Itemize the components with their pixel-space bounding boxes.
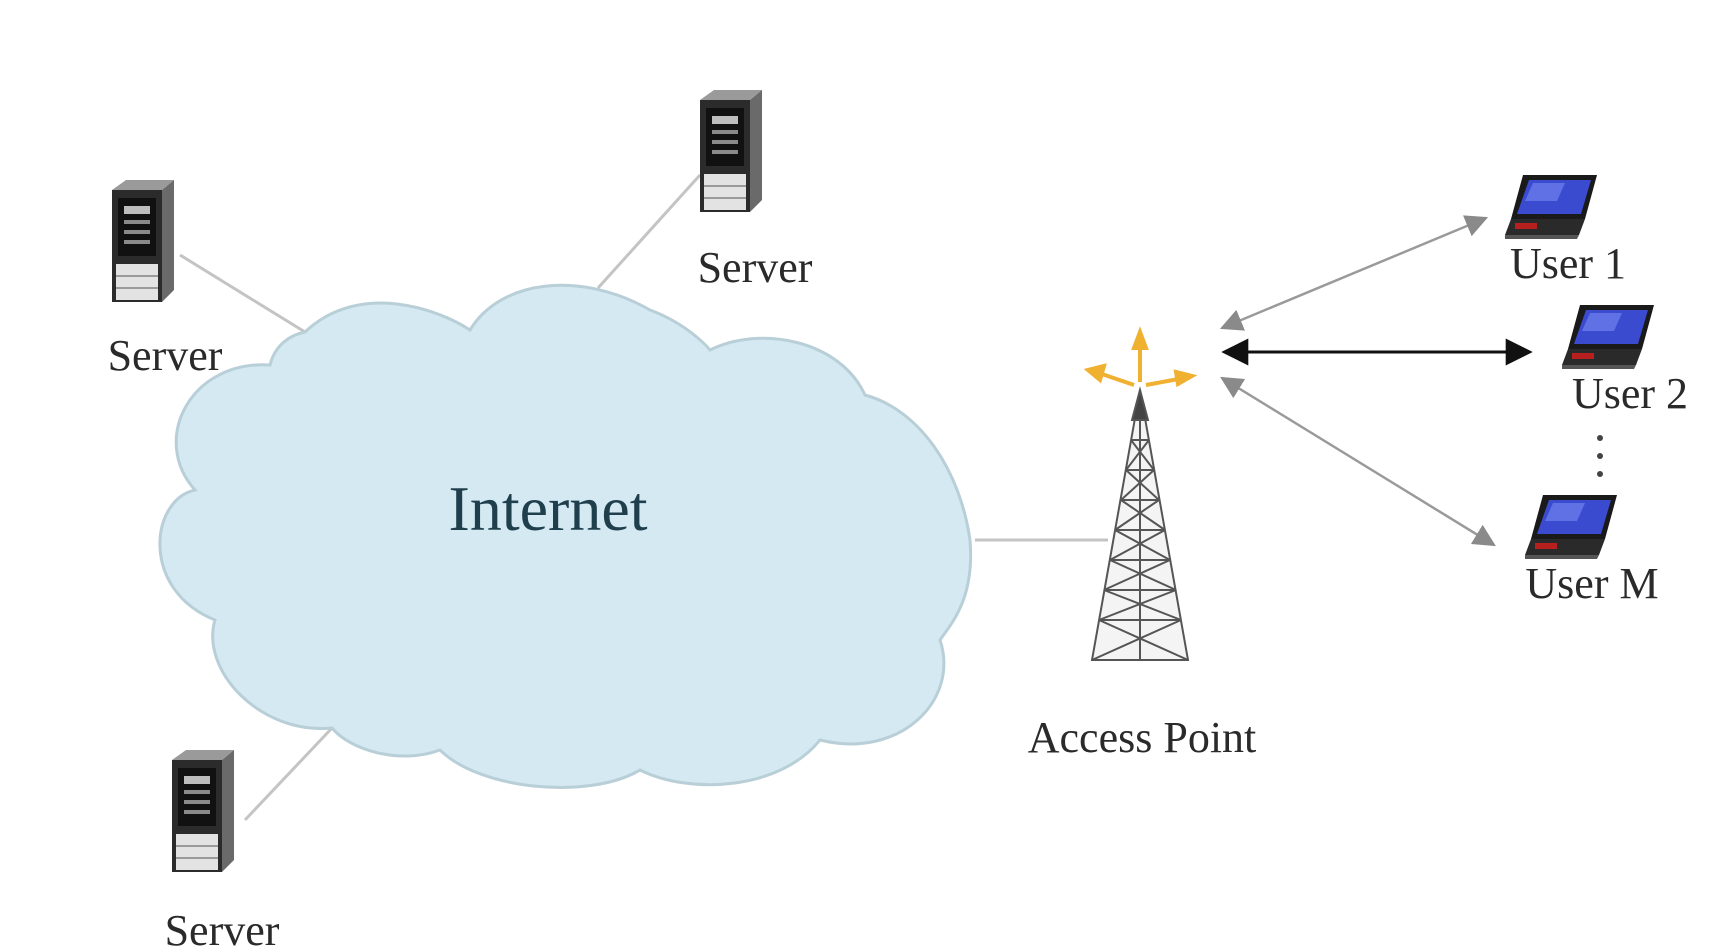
user-1: User 1 (1505, 175, 1626, 288)
arrow-user-1 (1219, 215, 1489, 331)
ellipsis-dot (1597, 435, 1603, 441)
laptop-icon (1525, 495, 1617, 559)
server-left-label: Server (108, 331, 223, 380)
user-m: User M (1525, 495, 1659, 608)
ellipsis (1597, 435, 1603, 477)
server-top: Server (698, 89, 813, 292)
link-server-bottom (243, 726, 334, 822)
server-tower-icon (171, 749, 235, 873)
radio-tower-icon (1090, 386, 1190, 661)
signal-icon (1083, 326, 1198, 388)
ellipsis-dot (1597, 471, 1603, 477)
access-point-label: Access Point (1028, 713, 1257, 762)
link-server-left (179, 253, 306, 334)
laptop-icon (1562, 305, 1654, 369)
user-2: User 2 (1562, 305, 1688, 418)
server-bottom-label: Server (165, 906, 280, 950)
user-1-label: User 1 (1510, 239, 1626, 288)
user-2-label: User 2 (1572, 369, 1688, 418)
internet-cloud: Internet (158, 283, 973, 789)
server-left: Server (108, 179, 223, 380)
access-point: Access Point (1028, 326, 1257, 762)
link-server-top (596, 173, 702, 290)
server-top-label: Server (698, 243, 813, 292)
laptop-icon (1505, 175, 1597, 239)
server-tower-icon (699, 89, 763, 213)
ellipsis-dot (1597, 453, 1603, 459)
server-bottom: Server (165, 749, 280, 950)
user-m-label: User M (1525, 559, 1658, 608)
server-tower-icon (111, 179, 175, 303)
arrow-user-m (1220, 376, 1496, 547)
wireless-links (1219, 215, 1533, 547)
cloud-label: Internet (449, 473, 648, 544)
network-links (179, 173, 1108, 822)
cloud-icon (158, 283, 973, 789)
